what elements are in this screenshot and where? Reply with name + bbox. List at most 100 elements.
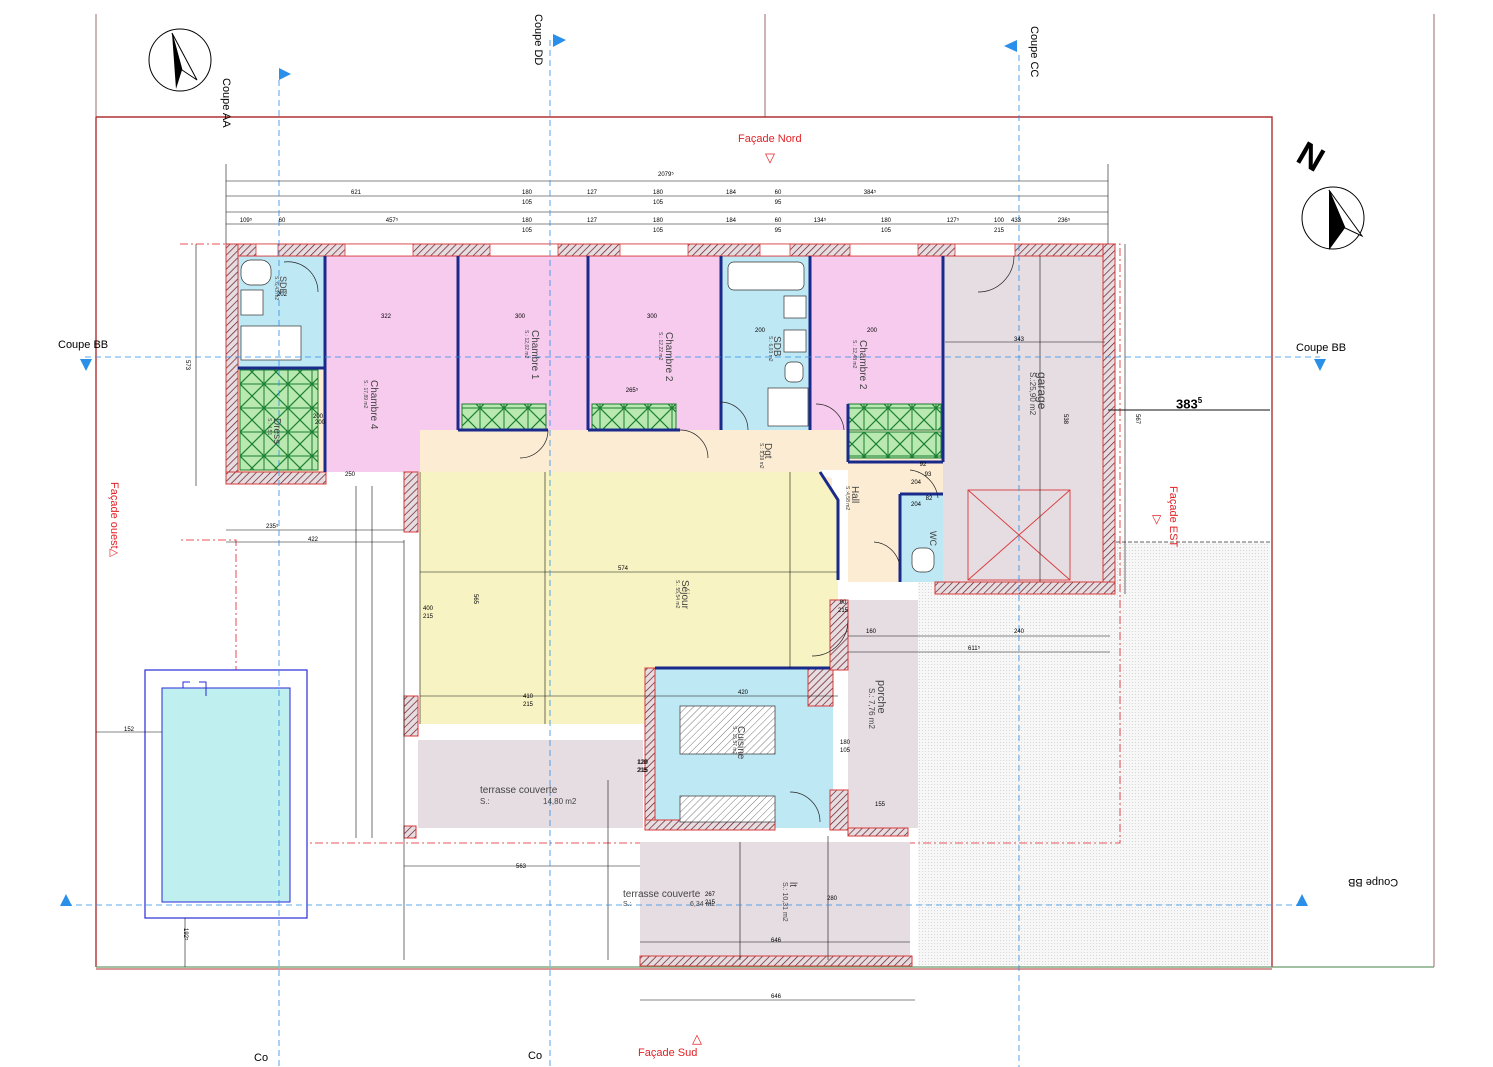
- room-sejour-area: S.: 55,54 m2: [674, 580, 680, 609]
- dim-second-row-value: 180: [653, 218, 664, 224]
- dim-garage-width: 343: [1014, 337, 1025, 343]
- facade-sud-label: Façade Sud: [638, 1047, 698, 1059]
- section-label-aa: Coupe AA: [220, 78, 232, 128]
- dim-misc-value: 215: [423, 614, 434, 620]
- dim-bottom-646: 646: [771, 938, 782, 944]
- site-boundary: [95, 14, 1435, 970]
- room-hall-label: Hall: [849, 486, 860, 504]
- dim-top-row-sub-value: 105: [522, 200, 533, 206]
- dim-porch-total: 611⁵: [968, 646, 981, 652]
- dim-porch-width: 240: [1014, 629, 1025, 635]
- dim-west-offset2: 235⁵: [266, 524, 279, 530]
- dim-misc-value: 204: [911, 480, 922, 486]
- dim-west-offset: 422: [308, 537, 319, 543]
- room-dgt-area: S.: 9,39 m2: [758, 443, 764, 469]
- dim-misc-value: 200: [867, 328, 878, 334]
- room-chambre2b-area: S.: 12,48 m2: [851, 340, 857, 369]
- dim-misc-value: 200: [313, 414, 324, 420]
- dim-second-row-sub-value: 105: [522, 228, 533, 234]
- facade-ouest-label: Façade ouest△: [108, 482, 120, 558]
- door-swings: [283, 255, 1015, 823]
- dim-second-row-value: 457⁵: [386, 217, 399, 224]
- room-lt-label: lt: [787, 882, 798, 887]
- dim-misc-value: 215: [637, 768, 648, 774]
- section-label-aa-south: Co: [254, 1052, 269, 1064]
- dim-second-row-sub-value: 95: [775, 228, 782, 234]
- exterior-paved-area: [918, 542, 1270, 965]
- dim-top-row-value: 180: [522, 190, 533, 196]
- room-sdb-area: S.: 6,03 m2: [767, 336, 773, 362]
- dim-second-row-value: 180: [881, 218, 892, 224]
- dim-second-row-value: 127: [587, 218, 598, 224]
- partitions: [238, 256, 945, 670]
- facade-est-label: Façade EST: [1167, 486, 1179, 548]
- dim-sejour-height: 565: [472, 594, 478, 605]
- dim-misc-value: 400: [423, 606, 434, 612]
- dim-top-row-value: 60: [775, 190, 782, 196]
- dim-misc-value: 322: [381, 314, 392, 320]
- dim-misc-value: 93: [925, 472, 932, 478]
- dim-second-row-sub-value: 105: [881, 228, 892, 234]
- section-label-dd: Coupe DD: [532, 14, 544, 66]
- room-sde-area: S.:6,43 m2: [273, 276, 279, 301]
- dim-misc-value: 300: [647, 314, 658, 320]
- dim-misc-value: 92: [920, 462, 927, 468]
- dim-misc-value: 410: [523, 694, 534, 700]
- room-terrasse1-prefix: S.:: [480, 797, 490, 806]
- dim-misc-value: 215: [638, 768, 649, 774]
- dim-top-row-value: 621: [351, 190, 362, 196]
- dim-misc-value: 300: [515, 314, 526, 320]
- dim-misc-value: 180: [840, 740, 851, 746]
- dim-top-row-value: 180: [653, 190, 664, 196]
- dim-misc-value: 202: [277, 292, 288, 298]
- dim-pool-offset: 152: [124, 727, 135, 733]
- room-chambre4-area: S.: 17,89 m2: [362, 380, 368, 409]
- section-label-bb-east: Coupe BB: [1296, 342, 1347, 354]
- dim-misc-value: 204: [911, 502, 922, 508]
- dim-misc-value: 215: [705, 900, 716, 906]
- room-porche-label: porche: [875, 680, 887, 714]
- room-chambre2a-label: Chambre 2: [663, 332, 674, 382]
- dim-top-row-value: 184: [726, 190, 737, 196]
- dim-second-row-value: 109⁵: [240, 217, 253, 224]
- dim-misc-value: 215: [838, 608, 849, 614]
- fixtures: [240, 259, 935, 823]
- room-sde-label: SDE: [278, 276, 288, 295]
- dim-second-row-value: 100: [994, 218, 1005, 224]
- dim-second-row-value: 180: [522, 218, 533, 224]
- pool: [144, 669, 308, 919]
- side-dimension: 3835: [1176, 396, 1203, 412]
- room-chambre2a-area: S.: 12,22 m2: [657, 332, 663, 361]
- facade-nord-label: Façade Nord: [738, 133, 802, 145]
- dim-misc-value: 155: [875, 802, 886, 808]
- dim-second-row-value: 134⁵: [814, 217, 827, 224]
- dim-bottom-width: 646: [771, 994, 782, 1000]
- dim-second-row-sub-value: 215: [994, 228, 1005, 234]
- room-sejour-label: Séjour: [679, 580, 690, 609]
- room-dress-label: Dress: [271, 418, 282, 445]
- section-label-dd-south: Co: [528, 1050, 543, 1062]
- dim-second-row-value: 236⁵: [1058, 217, 1071, 224]
- dim-top-row-sub-value: 105: [653, 200, 664, 206]
- room-terrasse1-area: 14,80 m2: [543, 797, 577, 806]
- dim-second-row-value: 60: [775, 218, 782, 224]
- dim-east-height: 567: [1134, 414, 1140, 425]
- room-chambre4-label: Chambre 4: [368, 380, 379, 430]
- dim-misc-value: 200: [315, 420, 326, 426]
- dim-misc-value: 265⁵: [626, 387, 639, 394]
- room-terrasse2-prefix: S.:: [623, 901, 632, 908]
- dim-misc-value: 120: [637, 760, 648, 766]
- room-cuisine-area: S.: 15,57 m2: [731, 726, 737, 755]
- section-label-bb-south: Coupe BB: [1348, 876, 1399, 888]
- dim-top-row-value: 384⁵: [864, 189, 877, 196]
- room-porche-area: S.: 7,76 m2: [867, 688, 876, 729]
- room-chambre2b-label: Chambre 2: [857, 340, 868, 390]
- room-hall-area: S.:4,58 m2: [844, 486, 850, 511]
- dim-second-row-sub-value: 105: [653, 228, 664, 234]
- room-terrasse2-label: terrasse couverte: [623, 889, 701, 900]
- facade-sud-arrow-icon: △: [692, 1031, 702, 1046]
- dim-overall-width: 2079⁵: [658, 172, 674, 178]
- dim-west-height: 573: [184, 360, 190, 371]
- room-dress-area: S.: 4,51: [266, 418, 272, 436]
